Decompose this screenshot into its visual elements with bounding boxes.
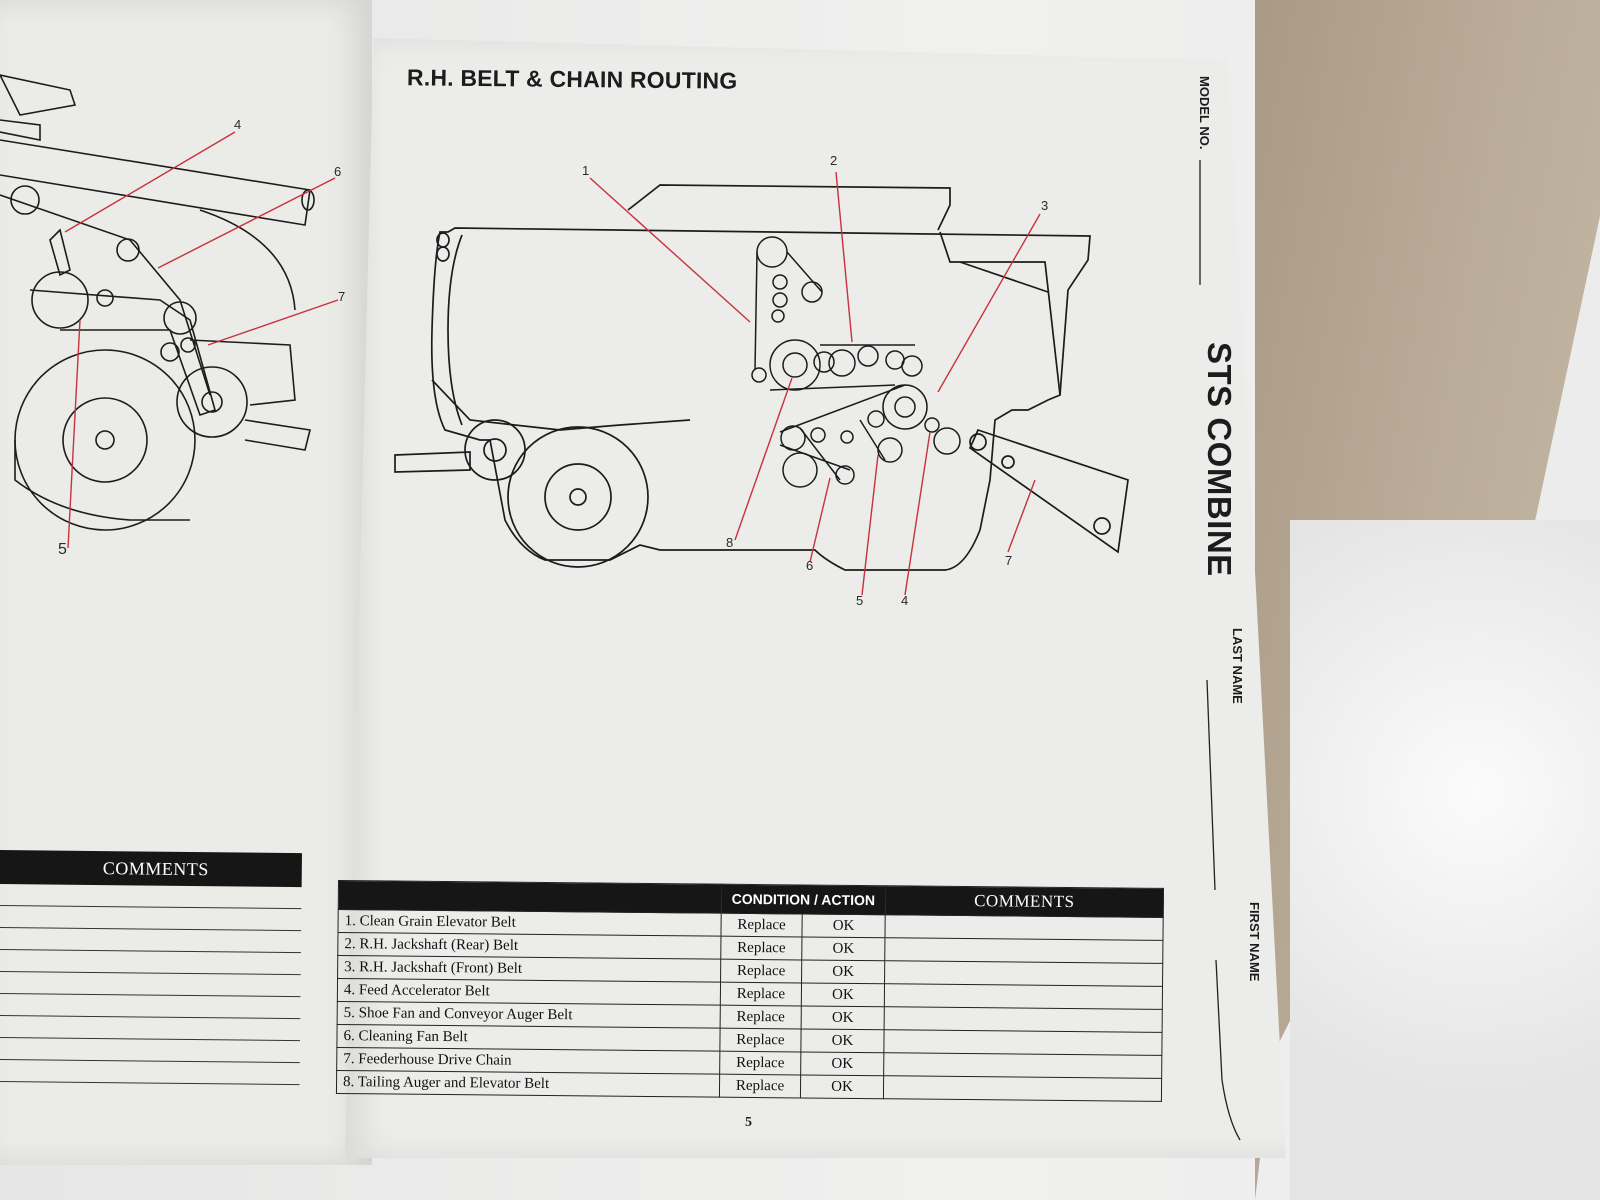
page-number: 5	[745, 1115, 752, 1130]
replace-option[interactable]: Replace	[719, 1028, 802, 1052]
callout-8: 8	[726, 535, 734, 550]
left-callout-5: 5	[58, 541, 67, 558]
form-signature-lines	[1199, 160, 1241, 1141]
item-header	[338, 880, 722, 914]
left-comments-block: COMMENTS	[0, 850, 302, 1108]
comment-line[interactable]	[0, 927, 302, 954]
comment-cell[interactable]	[884, 983, 1163, 1010]
diagram-callout-lines	[589, 171, 1041, 596]
condition-header: CONDITION / ACTION	[721, 884, 886, 915]
ok-option[interactable]: OK	[800, 1074, 884, 1099]
left-comments-header: COMMENTS	[0, 850, 302, 888]
comment-line[interactable]	[0, 971, 301, 998]
replace-option[interactable]: Replace	[720, 982, 802, 1006]
callout-2: 2	[830, 153, 838, 168]
comment-cell[interactable]	[883, 1052, 1162, 1079]
left-machine-drawing	[0, 74, 315, 531]
comment-cell[interactable]	[884, 937, 1163, 964]
item-cell: 8. Tailing Auger and Elevator Belt	[336, 1070, 720, 1098]
model-no-label: MODEL NO.	[1197, 76, 1212, 150]
replace-option[interactable]: Replace	[720, 1005, 802, 1029]
callout-1: 1	[582, 163, 590, 178]
comment-cell[interactable]	[884, 960, 1163, 987]
comment-cell[interactable]	[883, 1029, 1163, 1056]
callout-6: 6	[806, 558, 814, 573]
ok-option[interactable]: OK	[800, 1028, 885, 1053]
inspection-table: CONDITION / ACTION COMMENTS 1. Clean Gra…	[336, 880, 1164, 1110]
replace-option[interactable]: Replace	[719, 1051, 801, 1075]
product-title: STS COMBINE	[1201, 342, 1238, 577]
page-title: R.H. BELT & CHAIN ROUTING	[406, 64, 738, 94]
ok-option[interactable]: OK	[801, 936, 885, 961]
comment-line[interactable]	[0, 1015, 301, 1042]
comment-cell[interactable]	[884, 914, 1164, 941]
comment-line[interactable]	[0, 993, 301, 1020]
left-callout-6: 6	[334, 164, 342, 179]
left-callout-7: 7	[338, 289, 346, 304]
comment-cell[interactable]	[883, 1075, 1162, 1102]
left-callout-lines	[64, 131, 339, 549]
comment-line[interactable]	[0, 1037, 301, 1064]
belt-pulleys	[751, 236, 961, 488]
left-callout-4: 4	[234, 117, 242, 132]
ok-option[interactable]: OK	[801, 982, 885, 1007]
right-page	[345, 38, 1286, 1158]
callout-5: 5	[856, 593, 864, 608]
ok-option[interactable]: OK	[801, 913, 886, 938]
callout-3: 3	[1041, 198, 1049, 213]
callout-7: 7	[1005, 553, 1013, 568]
combine-outline	[394, 184, 1129, 571]
callout-4: 4	[901, 593, 909, 608]
first-name-label: FIRST NAME	[1247, 902, 1262, 982]
ok-option[interactable]: OK	[801, 959, 885, 984]
last-name-label: LAST NAME	[1230, 628, 1245, 704]
replace-option[interactable]: Replace	[720, 913, 803, 937]
ok-option[interactable]: OK	[800, 1051, 884, 1076]
comment-line[interactable]	[0, 905, 302, 932]
replace-option[interactable]: Replace	[720, 959, 802, 983]
comment-line[interactable]	[0, 883, 302, 910]
comment-cell[interactable]	[884, 1006, 1163, 1033]
comment-line[interactable]	[0, 949, 301, 976]
comments-header: COMMENTS	[885, 885, 1164, 918]
snow-background	[1290, 520, 1600, 1200]
replace-option[interactable]: Replace	[719, 1074, 801, 1098]
replace-option[interactable]: Replace	[720, 936, 802, 960]
ok-option[interactable]: OK	[801, 1005, 885, 1030]
comment-line[interactable]	[0, 1059, 300, 1086]
